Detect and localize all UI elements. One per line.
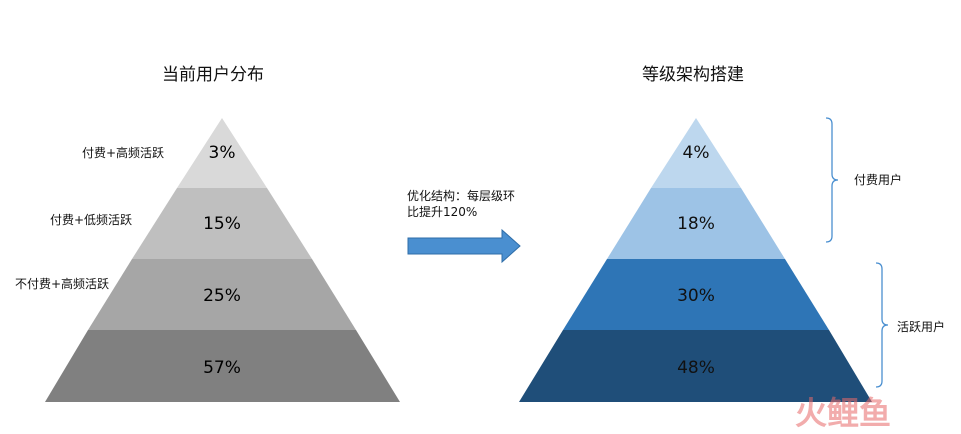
left-pyramid: 3% 15% 25% 57% — [45, 118, 400, 402]
right-tier-2 — [607, 188, 785, 259]
left-tier-1 — [177, 118, 267, 188]
left-tier-label-3: 不付费+高频活跃 — [15, 277, 110, 291]
bracket-label-active-users: 活跃用户 — [897, 320, 946, 334]
left-tier-3 — [88, 259, 356, 330]
right-tier-3 — [563, 259, 829, 330]
left-tier-label-2: 付费+低频活跃 — [50, 213, 133, 227]
left-tier-3-value: 25% — [203, 286, 241, 306]
left-tier-2-value: 15% — [203, 214, 241, 234]
left-pyramid-title: 当前用户分布 — [162, 65, 264, 85]
right-tier-4 — [519, 330, 872, 402]
note-line-2: 比提升120% — [407, 205, 478, 219]
right-arrow — [407, 228, 521, 264]
optimization-note: 优化结构：每层级环 比提升120% — [407, 188, 537, 220]
right-tier-1 — [651, 118, 741, 188]
left-tier-1-value: 3% — [209, 143, 236, 163]
left-tier-4-value: 57% — [203, 358, 241, 378]
bracket-active-users — [875, 262, 889, 388]
left-tier-2 — [132, 188, 312, 259]
note-line-1: 优化结构：每层级环 — [407, 189, 516, 203]
right-tier-2-value: 18% — [677, 214, 715, 234]
bracket-paid-users — [825, 117, 839, 243]
watermark-logo: 火鲤鱼 — [795, 394, 891, 432]
left-tier-4 — [45, 330, 400, 402]
left-tier-label-1: 付费+高频活跃 — [82, 146, 165, 160]
watermark-text: 火鲤鱼 — [795, 394, 891, 432]
right-tier-1-value: 4% — [683, 143, 710, 163]
bracket-label-paid-users: 付费用户 — [854, 173, 903, 187]
right-tier-3-value: 30% — [677, 286, 715, 306]
right-pyramid-title: 等级架构搭建 — [642, 65, 744, 85]
right-tier-4-value: 48% — [677, 358, 715, 378]
right-pyramid: 4% 18% 30% 48% — [519, 118, 872, 402]
